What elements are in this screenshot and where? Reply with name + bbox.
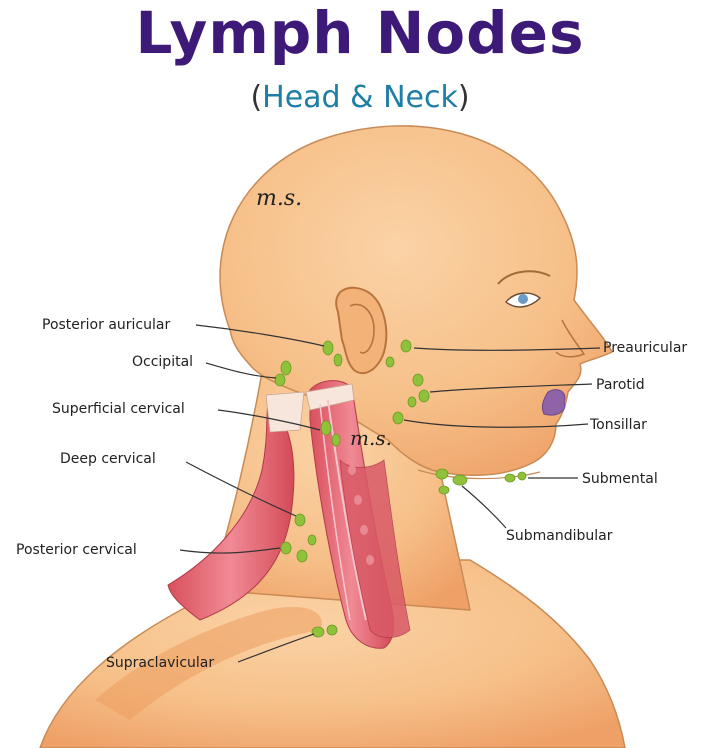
subtitle-open-paren: ( (250, 80, 263, 115)
node-submandibular (452, 474, 468, 486)
leader-superficial-cervical (217, 409, 321, 431)
signature-mark-neck: m.s. (350, 426, 392, 450)
node-parotid (418, 389, 430, 403)
page-subtitle: (Head & Neck) (0, 78, 720, 118)
label-deep-cervical: Deep cervical (60, 451, 156, 467)
scm-tendon (305, 383, 355, 411)
label-posterior-cervical: Posterior cervical (16, 542, 137, 558)
leader-submandibular (461, 485, 507, 529)
node-submental (504, 473, 516, 483)
trapezius-muscle (167, 398, 295, 621)
lymph-nodes (274, 339, 527, 638)
node-preauricular (385, 356, 395, 368)
label-tonsillar: Tonsillar (590, 417, 647, 433)
eyebrow (497, 270, 551, 285)
node-supraclavicular (326, 624, 338, 636)
label-preauricular: Preauricular (603, 340, 688, 356)
shoulder-shadow (95, 606, 322, 720)
ear-inner (349, 303, 375, 354)
page-title: Lymph Nodes (135, 0, 585, 67)
label-submandibular: Submandibular (506, 528, 613, 544)
node-submandibular (438, 485, 450, 495)
node-posterior-cervical (296, 549, 308, 563)
node-occipital (280, 360, 292, 376)
node-superficial-cervical (320, 420, 332, 436)
node-parotid (412, 373, 424, 387)
label-posterior-auricular: Posterior auricular (42, 317, 171, 333)
leader-tonsillar (403, 419, 589, 428)
node-posterior-cervical (307, 534, 317, 546)
leader-supraclavicular (237, 633, 315, 663)
node-submandibular (435, 468, 449, 480)
lips-shape (541, 389, 566, 416)
leader-preauricular (413, 347, 601, 351)
nose-line (555, 319, 586, 358)
deep-nodes (348, 465, 374, 565)
ear-shape (335, 286, 388, 375)
node-posterior-cervical (280, 541, 292, 555)
eye-iris (518, 294, 528, 304)
node-superficial-cervical (331, 433, 341, 447)
node-submental (517, 471, 527, 481)
label-parotid: Parotid (596, 377, 645, 393)
node-preauricular (400, 339, 412, 353)
label-submental: Submental (582, 471, 658, 487)
scm-inner-line (327, 399, 367, 621)
leader-deep-cervical (185, 461, 297, 517)
leader-posterior-auricular (195, 324, 325, 347)
node-deep-cervical (294, 513, 306, 527)
label-supraclavicular: Supraclavicular (106, 655, 215, 671)
node-parotid (407, 396, 417, 408)
trapezius-tendon (265, 391, 305, 433)
leader-occipital (205, 362, 277, 379)
leader-parotid (429, 383, 593, 393)
node-posterior-auricular (333, 353, 343, 367)
signature-mark: m.s. (256, 186, 303, 211)
label-superficial-cervical: Superficial cervical (52, 401, 185, 417)
subtitle-text: Head & Neck (262, 80, 458, 115)
jaw-line (417, 469, 541, 480)
node-tonsillar (392, 411, 404, 425)
node-occipital (274, 373, 286, 387)
leader-lines (179, 324, 601, 663)
node-posterior-auricular (322, 340, 334, 356)
leader-posterior-cervical (179, 547, 281, 554)
label-occipital: Occipital (132, 354, 194, 370)
subtitle-close-paren: ) (457, 80, 470, 115)
node-supraclavicular (311, 626, 325, 638)
